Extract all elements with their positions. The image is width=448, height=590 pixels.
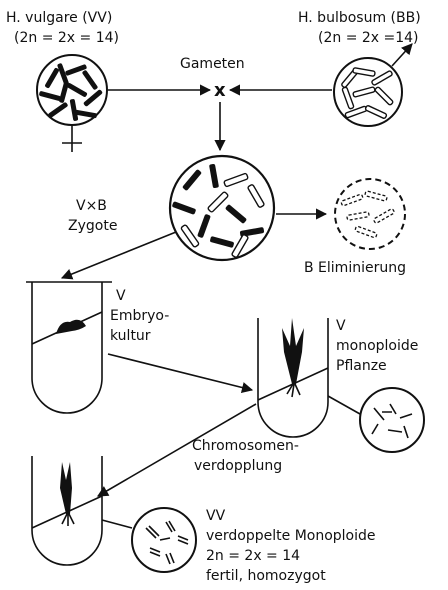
connector-final-to-cell	[102, 520, 132, 528]
female-symbol	[62, 125, 82, 152]
elimination-label: B Eliminierung	[304, 260, 406, 276]
gameten-label: Gameten	[180, 56, 245, 72]
arrow-bulbosum-out	[392, 44, 412, 66]
arrow-embryo-to-monoploid	[108, 354, 252, 390]
vulgare-title: H. vulgare (VV)	[6, 10, 112, 26]
bulbosum-ploidy: (2n = 2x =14)	[318, 30, 419, 46]
embryo-culture-line2: kultur	[110, 328, 151, 344]
final-line2: 2n = 2x = 14	[206, 548, 300, 564]
final-line1: verdoppelte Monoploide	[206, 528, 376, 544]
embryo-culture-line1: Embryo-	[110, 308, 169, 324]
bulbosum-title: H. bulbosum (BB)	[298, 10, 421, 26]
doubling-label-line2: verdopplung	[194, 458, 282, 474]
embryo-culture-tube	[26, 282, 112, 413]
monoploid-plant-tube	[258, 318, 328, 437]
bulbosum-cell	[334, 58, 402, 126]
monoploid-line1: monoploide	[336, 338, 418, 354]
cross-symbol: x	[214, 80, 226, 101]
monoploid-line2: Pflanze	[336, 358, 387, 374]
final-cell	[132, 508, 196, 572]
embryo-v-label: V	[116, 288, 126, 304]
connector-monoploid-to-cell	[328, 396, 360, 414]
elimination-cell	[335, 179, 405, 249]
monoploid-v-label: V	[336, 318, 346, 334]
zygote-cell	[170, 156, 274, 260]
zygote-label-line1: V×B	[76, 198, 107, 214]
final-vv-label: VV	[206, 508, 226, 524]
zygote-label-line2: Zygote	[68, 218, 117, 234]
monoploid-cell	[360, 388, 424, 452]
final-line3: fertil, homozygot	[206, 568, 326, 584]
doubling-label-line1: Chromosomen-	[192, 438, 299, 454]
arrow-zygote-to-embryo	[62, 232, 176, 278]
doubled-plant-tube	[32, 456, 102, 565]
vulgare-ploidy: (2n = 2x = 14)	[14, 30, 119, 46]
vulgare-cell	[37, 55, 107, 125]
